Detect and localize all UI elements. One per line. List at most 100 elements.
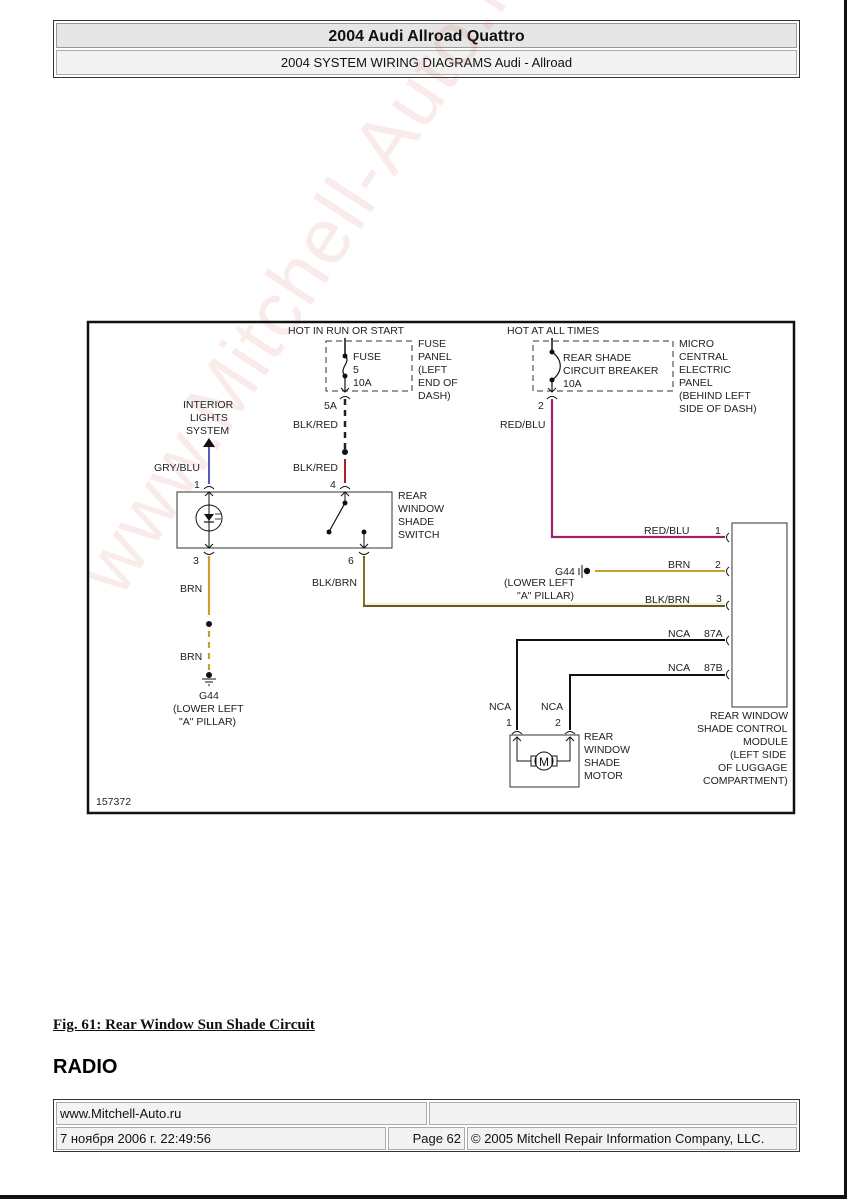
interior-lights-label: LIGHTS bbox=[190, 412, 228, 424]
switch-pin-3: 3 bbox=[193, 555, 199, 567]
ground-g44-label: G44 bbox=[199, 690, 219, 702]
footer-datetime: 7 ноября 2006 г. 22:49:56 bbox=[56, 1127, 386, 1150]
wire-label-brn: BRN bbox=[180, 583, 202, 595]
splice-dot bbox=[342, 449, 348, 455]
breaker-label: CIRCUIT BREAKER bbox=[563, 365, 659, 377]
module-wire-label: BRN bbox=[668, 559, 690, 571]
page-footer: www.Mitchell-Auto.ru 7 ноября 2006 г. 22… bbox=[53, 1099, 800, 1152]
motor-icon bbox=[534, 751, 554, 771]
fuse-icon bbox=[342, 355, 348, 377]
motor-label: SHADE bbox=[584, 757, 620, 769]
document-subtitle: 2004 SYSTEM WIRING DIAGRAMS Audi - Allro… bbox=[56, 50, 797, 75]
fuse-rating: 10A bbox=[353, 377, 372, 389]
fuse-panel-box bbox=[325, 340, 413, 392]
micro-panel-label: SIDE OF DASH) bbox=[679, 403, 757, 415]
switch-lever-icon bbox=[329, 502, 346, 531]
page-header: 2004 Audi Allroad Quattro 2004 SYSTEM WI… bbox=[53, 20, 800, 78]
module-label: SHADE CONTROL bbox=[697, 723, 788, 735]
footer-copyright: © 2005 Mitchell Repair Information Compa… bbox=[467, 1127, 797, 1150]
ground-location: (LOWER LEFT bbox=[504, 577, 575, 589]
breaker-label: REAR SHADE bbox=[563, 352, 631, 364]
module-pin-label: 87A bbox=[704, 628, 723, 640]
motor-pin-label: 2 bbox=[555, 717, 561, 729]
micro-panel-label: CENTRAL bbox=[679, 351, 728, 363]
fuse-panel-label: FUSE bbox=[418, 338, 446, 350]
splice-dot bbox=[206, 621, 212, 627]
connector-5a bbox=[339, 396, 351, 400]
led-icon bbox=[195, 504, 223, 532]
wire-label-blk-brn: BLK/BRN bbox=[312, 577, 357, 589]
motor-label: WINDOW bbox=[584, 744, 630, 756]
footer-website: www.Mitchell-Auto.ru bbox=[56, 1102, 427, 1125]
module-pin-label: 87B bbox=[704, 662, 723, 674]
module-label: MODULE bbox=[743, 736, 788, 748]
pin-2-label: 2 bbox=[538, 400, 544, 412]
shade-switch-box bbox=[176, 491, 393, 549]
module-pin-label: 1 bbox=[715, 525, 721, 537]
module-pin-label: 3 bbox=[716, 593, 722, 605]
motor-wire-label: NCA bbox=[489, 701, 511, 713]
module-label: (LEFT SIDE bbox=[730, 749, 786, 761]
interior-lights-label: SYSTEM bbox=[186, 425, 229, 437]
motor-symbol: M bbox=[539, 755, 549, 769]
breaker-rating: 10A bbox=[563, 378, 582, 390]
motor-pin-label: 1 bbox=[506, 717, 512, 729]
fuse-panel-label: (LEFT bbox=[418, 364, 448, 376]
module-pin-label: 2 bbox=[715, 559, 721, 571]
switch-label: SWITCH bbox=[398, 529, 439, 541]
footer-page-number: Page 62 bbox=[388, 1127, 465, 1150]
shade-motor-box bbox=[509, 734, 580, 788]
micro-panel-label: ELECTRIC bbox=[679, 364, 731, 376]
arrow-up-icon bbox=[203, 438, 215, 447]
hot-run-start-label: HOT IN RUN OR START bbox=[288, 325, 405, 337]
micro-central-panel-box bbox=[532, 340, 674, 392]
micro-panel-label: (BEHIND LEFT bbox=[679, 390, 751, 402]
fuse-number: 5 bbox=[353, 364, 359, 376]
motor-wire-label: NCA bbox=[541, 701, 563, 713]
circuit-breaker-icon bbox=[551, 351, 561, 381]
switch-pin-4: 4 bbox=[330, 479, 336, 491]
ground-location: "A" PILLAR) bbox=[517, 590, 574, 602]
module-label: REAR WINDOW bbox=[710, 710, 788, 722]
module-wire-label: RED/BLU bbox=[644, 525, 690, 537]
switch-pin-6: 6 bbox=[348, 555, 354, 567]
hot-at-all-times-label: HOT AT ALL TIMES bbox=[507, 325, 599, 337]
section-heading: RADIO bbox=[53, 1056, 118, 1078]
pin-5a-label: 5A bbox=[324, 400, 337, 412]
module-label: OF LUGGAGE bbox=[718, 762, 787, 774]
motor-label: REAR bbox=[584, 731, 614, 743]
connector-2 bbox=[546, 396, 558, 400]
interior-lights-label: INTERIOR bbox=[183, 399, 234, 411]
wire-label-blk-red: BLK/RED bbox=[293, 419, 338, 431]
module-wire-label: BLK/BRN bbox=[645, 594, 690, 606]
switch-contact bbox=[326, 529, 332, 535]
fuse-panel-label: END OF bbox=[418, 377, 458, 389]
micro-panel-label: MICRO bbox=[679, 338, 714, 350]
switch-label: REAR bbox=[398, 490, 428, 502]
wire-label-brn: BRN bbox=[180, 651, 202, 663]
switch-label: SHADE bbox=[398, 516, 434, 528]
module-wire-label: NCA bbox=[668, 662, 690, 674]
wire-label-red-blu: RED/BLU bbox=[500, 419, 546, 431]
fuse-panel-label: PANEL bbox=[418, 351, 452, 363]
wire-red-blu bbox=[550, 399, 725, 539]
wire-nca-87b bbox=[569, 674, 725, 730]
module-wire-label: NCA bbox=[668, 628, 690, 640]
figure-number: 157372 bbox=[96, 796, 131, 808]
ground-location: (LOWER LEFT bbox=[173, 703, 244, 715]
wire-label-blk-red: BLK/RED bbox=[293, 462, 338, 474]
shade-control-module-box bbox=[731, 522, 788, 708]
switch-pin-1: 1 bbox=[194, 479, 200, 491]
ground-location: "A" PILLAR) bbox=[179, 716, 236, 728]
module-label: COMPARTMENT) bbox=[703, 775, 788, 787]
wire-label-gry-blu: GRY/BLU bbox=[154, 462, 200, 474]
figure-caption: Fig. 61: Rear Window Sun Shade Circuit bbox=[53, 1017, 315, 1033]
wire-nca-87a bbox=[516, 639, 725, 730]
document-title: 2004 Audi Allroad Quattro bbox=[56, 23, 797, 48]
ground-g44-label: G44 bbox=[555, 566, 575, 578]
switch-label: WINDOW bbox=[398, 503, 444, 515]
micro-panel-label: PANEL bbox=[679, 377, 713, 389]
module-connections: RED/BLU 1 BRN 2 BLK/BRN 3 NCA 87A NCA 87… bbox=[644, 525, 730, 680]
